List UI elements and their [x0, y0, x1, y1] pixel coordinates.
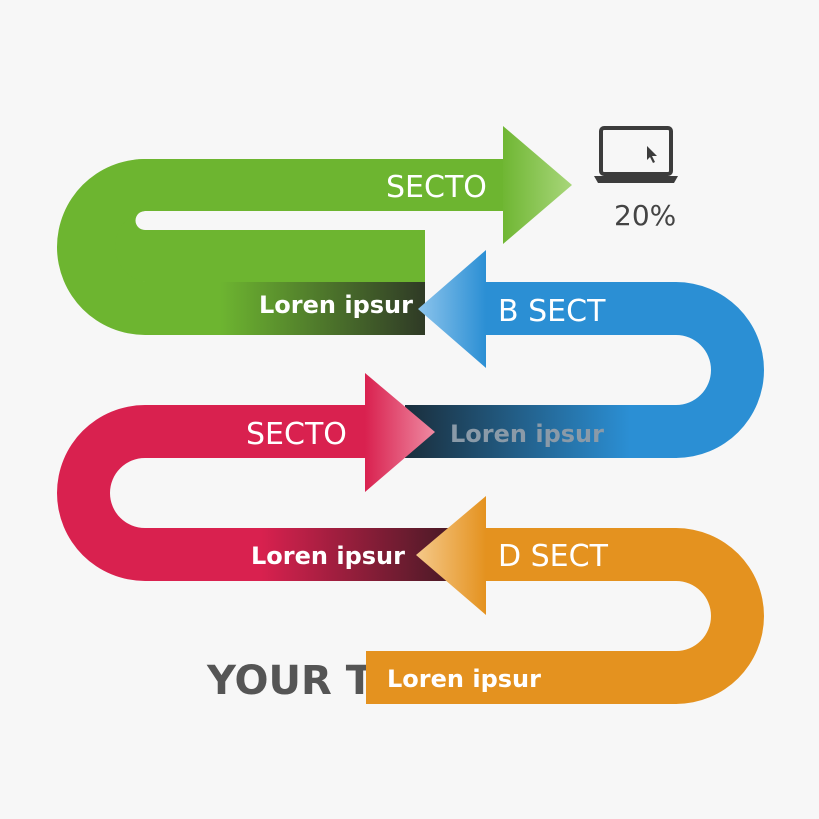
section-a-arrowhead: [503, 126, 572, 244]
section-c-band: [57, 373, 450, 581]
section-a-tail-gradient: [220, 282, 425, 335]
section-b-band: [405, 250, 764, 458]
section-b-bend: [676, 282, 764, 458]
section-b-caption: Loren ipsur: [450, 420, 604, 448]
section-c-upper-bar: [145, 405, 367, 458]
section-c-bend: [57, 405, 145, 581]
section-d-arrowhead: [416, 496, 486, 615]
cursor-arrow-icon: [647, 146, 657, 163]
stat-percent: 20%: [614, 199, 676, 232]
section-a-upper-bar: [145, 159, 505, 211]
section-b-upper-bar: [486, 282, 676, 335]
section-d-upper-bar: [486, 528, 676, 581]
section-c-arrowhead: [365, 373, 435, 492]
section-b-arrowhead: [418, 250, 486, 368]
section-d-lower-bar: [366, 651, 677, 704]
section-b-title: B SECT: [498, 294, 606, 329]
laptop-icon: [594, 126, 678, 183]
section-c-title: SECTO: [246, 417, 347, 452]
section-d-caption: Loren ipsur: [387, 665, 541, 693]
section-d-bend: [676, 528, 764, 704]
section-a-title: SECTO: [386, 170, 487, 205]
section-c-lower-bar: [145, 528, 450, 581]
section-b-lower-bar: [405, 405, 677, 458]
section-d-band: [416, 496, 764, 704]
section-c-caption: Loren ipsur: [251, 542, 405, 570]
section-a-band: [57, 126, 572, 335]
section-d-title: D SECT: [498, 539, 609, 574]
section-a-caption: Loren ipsur: [259, 291, 413, 319]
